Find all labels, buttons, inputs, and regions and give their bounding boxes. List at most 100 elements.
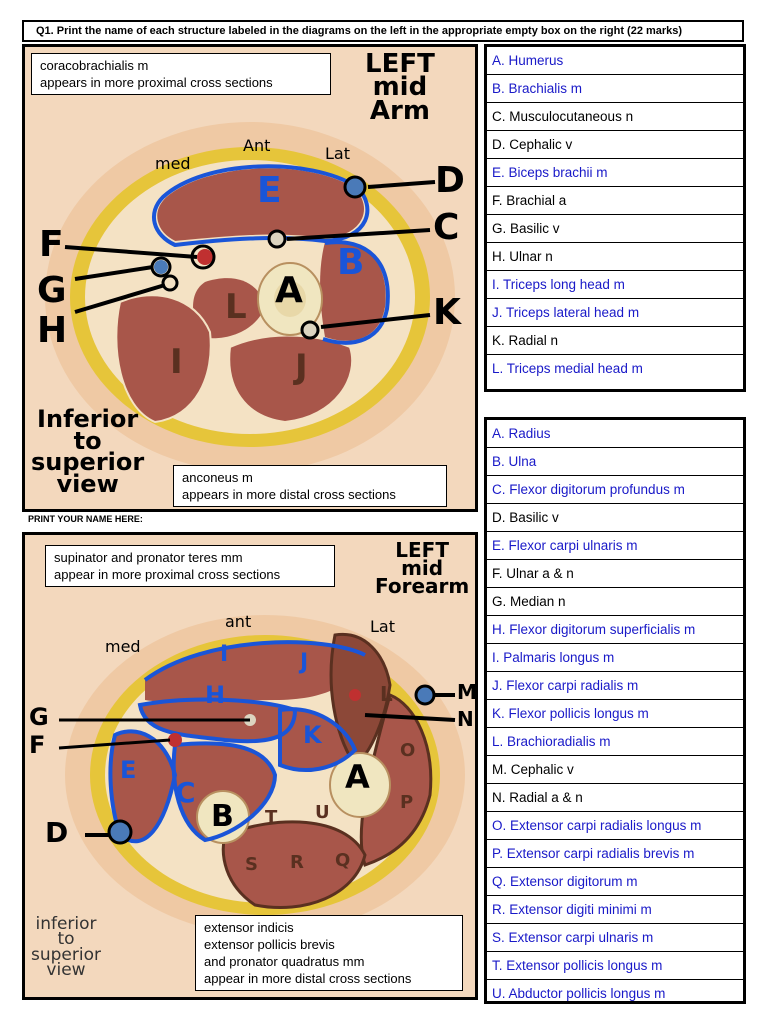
arm-cross-section-illustration xyxy=(25,47,475,509)
answer-row[interactable]: S. Extensor carpi ulnaris m xyxy=(487,924,743,952)
answer-row[interactable]: T. Extensor pollicis longus m xyxy=(487,952,743,980)
view-line: to xyxy=(73,426,102,455)
answer-row[interactable]: L. Triceps medial head m xyxy=(492,361,643,376)
arm-dir-lat: Lat xyxy=(325,144,350,163)
answer-row[interactable]: H. Flexor digitorum superficialis m xyxy=(487,616,743,644)
arm-diagram-panel: coracobrachialis m appears in more proxi… xyxy=(22,44,478,512)
note-line: appears in more proximal cross sections xyxy=(40,75,273,90)
arm-view-direction: Inferior to superior view xyxy=(31,407,145,495)
answer-row[interactable]: M. Cephalic v xyxy=(487,756,743,784)
arm-dir-med: med xyxy=(155,154,191,173)
answer-row[interactable]: B. Ulna xyxy=(487,448,743,476)
title-line: LEFT xyxy=(365,49,435,79)
forearm-label-I: I xyxy=(220,642,229,667)
forearm-view-direction: inferior to superior view xyxy=(31,914,101,980)
note-line: anconeus m xyxy=(182,470,253,485)
note-line: coracobrachialis m xyxy=(40,58,149,73)
forearm-note-proximal: supinator and pronator teres mm appear i… xyxy=(45,545,335,587)
view-line: to xyxy=(57,929,75,950)
view-line: inferior xyxy=(35,914,97,934)
arm-label-K: K xyxy=(433,292,461,333)
arm-section-title: LEFT mid Arm xyxy=(365,49,435,126)
answer-row[interactable]: J. Triceps lateral head m xyxy=(487,299,743,327)
note-line: and pronator quadratus mm xyxy=(204,954,365,969)
forearm-label-H: H xyxy=(205,681,226,709)
forearm-label-K: K xyxy=(303,721,322,749)
forearm-label-P: P xyxy=(400,792,414,813)
answer-row[interactable]: U. Abductor pollicis longus m xyxy=(492,986,666,1001)
arm-label-D: D xyxy=(435,160,465,201)
question-header: Q1. Print the name of each structure lab… xyxy=(22,20,744,42)
answer-row[interactable]: F. Ulnar a & n xyxy=(487,560,743,588)
arm-label-C: C xyxy=(433,207,460,248)
forearm-label-U: U xyxy=(315,802,330,823)
answer-row[interactable]: I. Triceps long head m xyxy=(487,271,743,299)
arm-label-A: A xyxy=(275,270,303,311)
forearm-label-M: M xyxy=(457,680,477,704)
arm-label-L: L xyxy=(225,287,247,327)
arm-label-B: B xyxy=(337,242,365,283)
forearm-label-Q: Q xyxy=(335,850,351,871)
title-line: Arm xyxy=(369,95,430,126)
answer-row[interactable]: D. Cephalic v xyxy=(487,131,743,159)
answer-row[interactable]: O. Extensor carpi radialis longus m xyxy=(487,812,743,840)
answer-row[interactable]: J. Flexor carpi radialis m xyxy=(487,672,743,700)
answer-row[interactable]: K. Radial n xyxy=(487,327,743,355)
forearm-label-T: T xyxy=(265,807,278,828)
forearm-label-B: B xyxy=(211,799,234,834)
forearm-label-J: J xyxy=(300,650,309,675)
arm-label-E: E xyxy=(257,170,282,211)
arm-note-distal: anconeus m appears in more distal cross … xyxy=(173,465,447,507)
forearm-label-N: N xyxy=(457,707,474,731)
note-line: extensor indicis xyxy=(204,920,294,935)
answer-row[interactable]: H. Ulnar n xyxy=(487,243,743,271)
forearm-label-C: C xyxy=(175,776,196,809)
answer-row[interactable]: N. Radial a & n xyxy=(487,784,743,812)
arm-label-F: F xyxy=(39,224,64,265)
answer-row[interactable]: G. Basilic v xyxy=(487,215,743,243)
forearm-label-D: D xyxy=(45,816,69,849)
forearm-label-L: L xyxy=(380,682,393,706)
answer-row[interactable]: A. Humerus xyxy=(487,47,743,75)
view-line: view xyxy=(46,959,86,980)
answer-row[interactable]: D. Basilic v xyxy=(487,504,743,532)
arm-dir-ant: Ant xyxy=(243,136,271,155)
answer-row[interactable]: E. Biceps brachii m xyxy=(487,159,743,187)
forearm-dir-lat: Lat xyxy=(370,617,395,636)
title-line: Forearm xyxy=(375,574,470,598)
forearm-dir-ant: ant xyxy=(225,612,252,631)
answer-row[interactable]: C. Musculocutaneous n xyxy=(487,103,743,131)
answer-row[interactable]: K. Flexor pollicis longus m xyxy=(487,700,743,728)
answer-row[interactable]: B. Brachialis m xyxy=(487,75,743,103)
forearm-dir-med: med xyxy=(105,637,141,656)
answer-row[interactable]: R. Extensor digiti minimi m xyxy=(487,896,743,924)
answer-row[interactable]: E. Flexor carpi ulnaris m xyxy=(487,532,743,560)
note-line: appear in more distal cross sections xyxy=(204,971,412,986)
title-line: mid xyxy=(401,556,444,580)
answer-row[interactable]: L. Brachioradialis m xyxy=(487,728,743,756)
arm-note-proximal: coracobrachialis m appears in more proxi… xyxy=(31,53,331,95)
note-line: extensor pollicis brevis xyxy=(204,937,335,952)
forearm-label-O: O xyxy=(400,740,416,761)
answer-row[interactable]: Q. Extensor digitorum m xyxy=(487,868,743,896)
forearm-label-A: A xyxy=(345,758,370,796)
forearm-label-F: F xyxy=(29,731,46,759)
title-line: LEFT xyxy=(395,538,449,562)
arm-label-H: H xyxy=(37,310,68,351)
answer-row[interactable]: F. Brachial a xyxy=(487,187,743,215)
answer-row[interactable]: I. Palmaris longus m xyxy=(487,644,743,672)
arm-label-I: I xyxy=(170,342,183,382)
answer-row[interactable]: A. Radius xyxy=(487,420,743,448)
note-line: supinator and pronator teres mm xyxy=(54,550,243,565)
arm-label-G: G xyxy=(37,270,67,311)
note-line: appear in more proximal cross sections xyxy=(54,567,281,582)
view-line: superior xyxy=(31,448,145,477)
forearm-label-G: G xyxy=(29,703,49,731)
forearm-label-S: S xyxy=(245,854,258,875)
answer-row[interactable]: P. Extensor carpi radialis brevis m xyxy=(487,840,743,868)
answer-row[interactable]: C. Flexor digitorum profundus m xyxy=(487,476,743,504)
arm-label-J: J xyxy=(295,347,308,387)
answer-row[interactable]: G. Median n xyxy=(487,588,743,616)
